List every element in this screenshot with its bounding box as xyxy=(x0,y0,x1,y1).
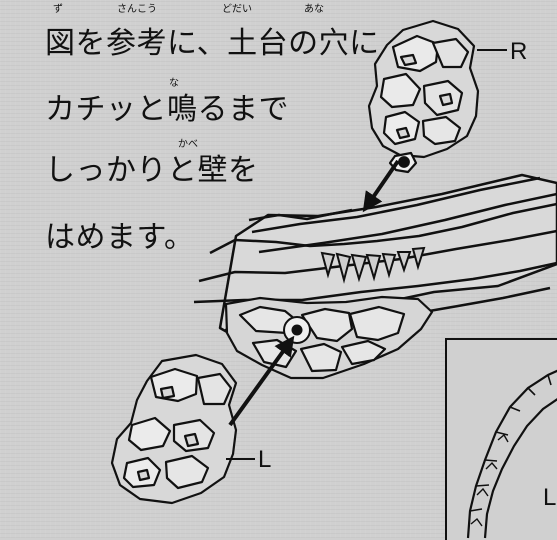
insert-arrows xyxy=(228,159,400,427)
instruction-line-2: カチッと鳴るまで xyxy=(45,92,289,127)
wall-piece-r xyxy=(367,19,480,174)
ruby-kabe: かべ xyxy=(178,139,198,150)
stand-spikes xyxy=(320,246,426,284)
part-label-r: R xyxy=(510,38,528,65)
inset-illustration xyxy=(466,369,557,539)
instruction-text: ず さんこう どだい あな 図を参考に、土台の穴に な カチッと鳴るまで かべ … xyxy=(45,5,395,265)
instruction-line-1: 図を参考に、土台の穴に xyxy=(45,26,380,61)
leader-lines xyxy=(226,49,507,460)
wall-piece-l xyxy=(110,353,238,505)
ruby-zu: ず xyxy=(53,4,63,15)
socket-hole xyxy=(283,316,311,344)
part-label-l: L xyxy=(258,446,272,473)
ruby-na: な xyxy=(169,78,179,89)
instruction-line-3: しっかりと壁を xyxy=(45,153,259,188)
ruby-sankou: さんこう xyxy=(117,4,157,15)
inset-label-l: L xyxy=(543,484,557,511)
detail-inset: L xyxy=(445,338,557,540)
instruction-line-4: はめます。 xyxy=(45,220,195,255)
ruby-dodai: どだい xyxy=(222,4,252,15)
ruby-ana: あな xyxy=(304,4,324,15)
rocky-base xyxy=(224,295,434,380)
